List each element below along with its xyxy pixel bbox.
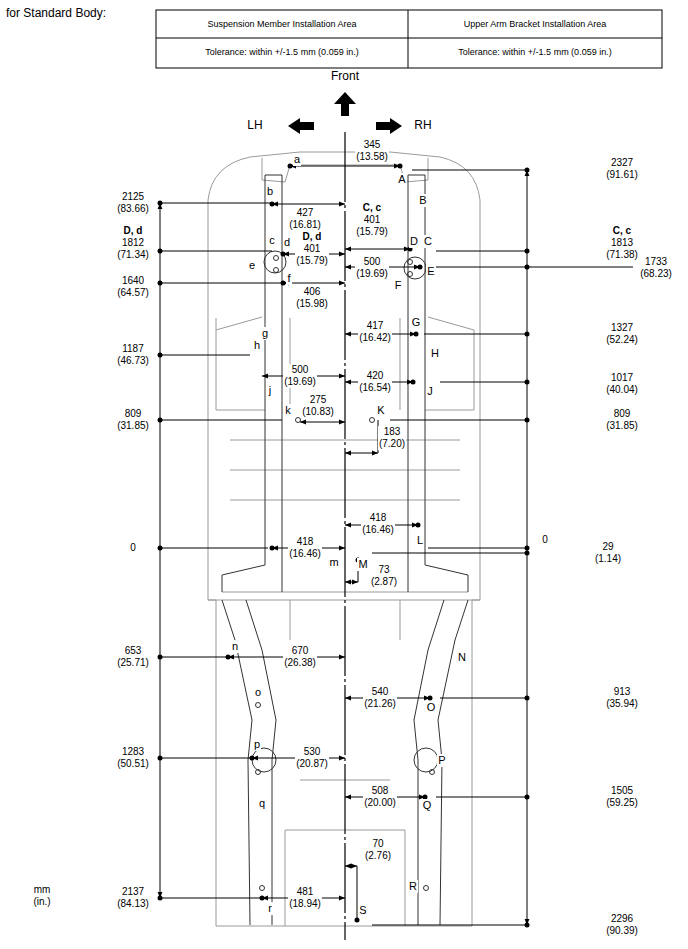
- direction-label: RH: [412, 118, 433, 132]
- point-letter: Q: [422, 799, 433, 812]
- point-letter: j: [268, 384, 272, 397]
- dimension-value: 1813 (71.38): [605, 237, 639, 261]
- table-cell: Upper Arm Bracket Installation Area: [464, 18, 607, 30]
- dimension-value: 401 (15.79): [355, 214, 389, 238]
- point-letter: M: [357, 558, 368, 571]
- direction-label: Front: [329, 69, 361, 83]
- point-letter: F: [394, 279, 403, 292]
- dimension-value: 1812 (71.34): [116, 237, 150, 261]
- point-letter: H: [430, 347, 440, 360]
- point-letter: O: [426, 701, 437, 714]
- dimension-value: 1640 (64.57): [116, 275, 150, 299]
- dimension-value: 70 (2.76): [364, 838, 392, 862]
- dimension-value: 500 (19.69): [355, 256, 389, 280]
- point-letter: r: [267, 902, 273, 915]
- dimension-value: 1505 (59.25): [605, 785, 639, 809]
- point-letter: c: [268, 234, 276, 247]
- dimension-value: 420 (16.54): [358, 370, 392, 394]
- dimension-value: 427 (16.81): [288, 207, 322, 231]
- point-letter: A: [397, 173, 406, 186]
- dimension-value: 401 (15.79): [295, 243, 329, 267]
- dimension-value: 417 (16.42): [358, 320, 392, 344]
- dimension-value: 500 (19.69): [283, 364, 317, 388]
- dimension-value: 2125 (83.66): [116, 191, 150, 215]
- point-reference: D, d: [123, 225, 144, 237]
- dimension-value: 1017 (40.04): [605, 372, 639, 396]
- dimension-value: 2327 (91.61): [605, 157, 639, 181]
- point-reference: C, c: [612, 225, 632, 237]
- point-letter: E: [426, 265, 435, 278]
- point-letter: f: [286, 272, 291, 285]
- dimension-value: 73 (2.87): [370, 564, 398, 588]
- table-cell: Suspension Member Installation Area: [207, 18, 356, 30]
- point-letter: N: [457, 651, 467, 664]
- point-letter: G: [411, 316, 422, 329]
- dimension-value: 1283 (50.51): [116, 746, 150, 770]
- direction-label: LH: [245, 118, 264, 132]
- table-cell: Tolerance: within +/-1.5 mm (0.059 in.): [205, 46, 358, 58]
- dimension-value: 508 (20.00): [363, 785, 397, 809]
- dimension-value: 653 (25.71): [116, 645, 150, 669]
- dimension-value: 275 (10.83): [301, 394, 335, 418]
- point-letter: m: [328, 556, 339, 569]
- dimension-value: 183 (7.20): [378, 426, 406, 450]
- dimension-value: 345 (13.58): [355, 139, 389, 163]
- point-letter: e: [248, 259, 256, 272]
- dimension-value: 0: [129, 542, 137, 554]
- point-letter: J: [426, 385, 434, 398]
- point-letter: C: [423, 235, 433, 248]
- point-letter: q: [258, 797, 266, 810]
- dimension-value: 406 (15.98): [295, 286, 329, 310]
- point-letter: n: [231, 640, 239, 653]
- dimension-value: 418 (16.46): [361, 512, 395, 536]
- center-line: [344, 132, 345, 940]
- point-reference: D, d: [302, 231, 323, 243]
- dimension-value: 2137 (84.13): [116, 886, 150, 910]
- dimension-value: 809 (31.85): [116, 408, 150, 432]
- point-letter: o: [254, 686, 262, 699]
- dimension-value: 809 (31.85): [605, 408, 639, 432]
- dimension-value: 913 (35.94): [605, 686, 639, 710]
- dimension-value: 1327 (52.24): [605, 322, 639, 346]
- point-letter: h: [253, 339, 261, 352]
- dimension-value: 530 (20.87): [295, 746, 329, 770]
- point-letter: g: [261, 327, 269, 340]
- direction-arrows: [288, 92, 402, 134]
- point-letter: S: [358, 904, 367, 917]
- point-letter: a: [293, 153, 301, 166]
- dimension-value: 2296 (90.39): [605, 913, 639, 937]
- dimension-value: 670 (26.38): [283, 645, 317, 669]
- point-letter: R: [408, 880, 418, 893]
- dimension-value: 540 (21.26): [363, 686, 397, 710]
- dimension-value: 481 (18.94): [288, 886, 322, 910]
- dimension-value: 0: [541, 534, 549, 546]
- point-letter: p: [253, 738, 261, 751]
- point-letter: d: [283, 236, 291, 249]
- dimension-value: 1733 (68.23): [639, 256, 673, 280]
- datum-lines: [160, 170, 633, 925]
- dimension-lines: [228, 166, 430, 920]
- page-heading: for Standard Body:: [6, 6, 106, 20]
- point-letter: P: [437, 754, 446, 767]
- body-outline: [208, 152, 480, 926]
- point-letter: k: [284, 404, 292, 417]
- dimension-value: 1187 (46.73): [116, 343, 150, 367]
- tolerance-table: [156, 10, 662, 68]
- dimension-value: 29 (1.14): [594, 541, 622, 565]
- point-letter: K: [376, 404, 385, 417]
- table-cell: Tolerance: within +/-1.5 mm (0.059 in.): [458, 46, 611, 58]
- point-reference: C, c: [362, 202, 382, 214]
- point-letter: b: [266, 185, 274, 198]
- point-letter: D: [409, 235, 419, 248]
- point-letter: L: [416, 534, 424, 547]
- dimension-value: mm (in.): [32, 884, 51, 908]
- measure-points: [158, 164, 530, 928]
- dimension-value: 418 (16.46): [288, 536, 322, 560]
- point-letter: B: [418, 194, 427, 207]
